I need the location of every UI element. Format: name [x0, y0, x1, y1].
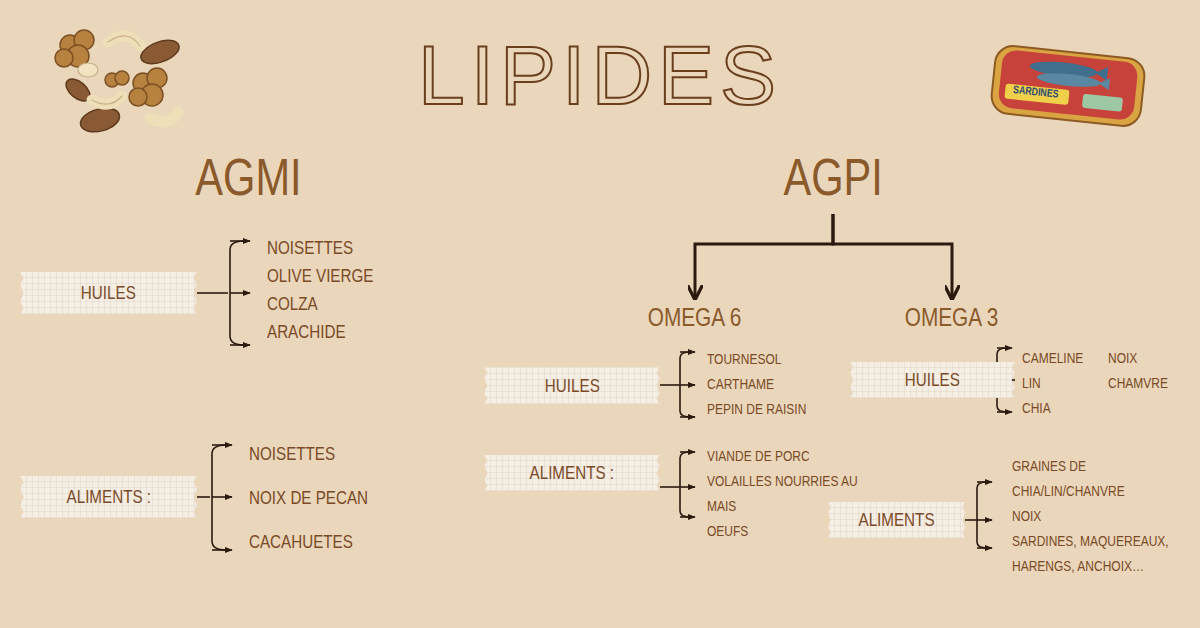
subgroup-heading: OMEGA 6 — [636, 299, 754, 337]
branch-arrow — [695, 214, 833, 297]
band-label: ALIMENTS — [858, 509, 934, 531]
list-item: NOISETTES — [249, 441, 335, 466]
list-item: PEPIN DE RAISIN — [707, 396, 806, 421]
brackets — [197, 241, 1015, 550]
list-item: CHAMVRE — [1108, 370, 1168, 395]
tape-band: ALIMENTS : — [484, 455, 660, 491]
tape-band: HUILES — [20, 272, 197, 314]
band-label: ALIMENTS : — [66, 486, 150, 508]
list-item: COLZA — [267, 291, 318, 316]
list-item: VOLAILLES NOURRIES AU MAIS — [707, 468, 877, 518]
group-heading: AGMI — [183, 144, 314, 212]
subgroup-heading: OMEGA 3 — [893, 299, 1011, 337]
sardine-can — [990, 44, 1146, 127]
heading-text: OMEGA 6 — [648, 303, 742, 333]
list-item: GRAINES DE CHIA/LIN/CHANVRE — [1012, 453, 1187, 503]
branch-arrow — [833, 214, 952, 297]
list-item: LIN — [1022, 370, 1041, 395]
heading-text: AGMI — [195, 148, 301, 208]
tape-band: HUILES — [850, 362, 1015, 398]
list-item: OLIVE VIERGE — [267, 263, 373, 288]
tape-band: ALIMENTS : — [20, 476, 197, 518]
list-item: CHIA — [1022, 395, 1051, 420]
list-item: SARDINES, MAQUEREAUX, HARENGS, ANCHOIX… — [1012, 528, 1187, 578]
list-item: NOIX — [1012, 503, 1041, 528]
tape-band: HUILES — [484, 367, 660, 404]
list-item: VIANDE DE PORC — [707, 443, 810, 468]
band-label: HUILES — [545, 375, 600, 397]
heading-text: OMEGA 3 — [905, 303, 999, 333]
list-item: ARACHIDE — [267, 319, 346, 344]
heading-text: AGPI — [783, 148, 882, 208]
list-item: TOURNESOL — [707, 346, 781, 371]
list-item: CACAHUETES — [249, 529, 353, 554]
tape-band: ALIMENTS — [828, 502, 965, 538]
band-label: HUILES — [81, 282, 136, 304]
nuts-illustration — [55, 30, 182, 136]
band-label: ALIMENTS : — [530, 462, 614, 484]
list-item: NOISETTES — [267, 235, 353, 260]
page-title: LIPIDES — [418, 33, 782, 117]
list-item: CAMELINE — [1022, 345, 1083, 370]
group-heading: AGPI — [771, 144, 895, 212]
list-item: CARTHAME — [707, 371, 774, 396]
band-label: HUILES — [905, 369, 960, 391]
list-item: OEUFS — [707, 518, 748, 543]
list-item: NOIX DE PECAN — [249, 485, 368, 510]
list-item: NOIX — [1108, 345, 1137, 370]
